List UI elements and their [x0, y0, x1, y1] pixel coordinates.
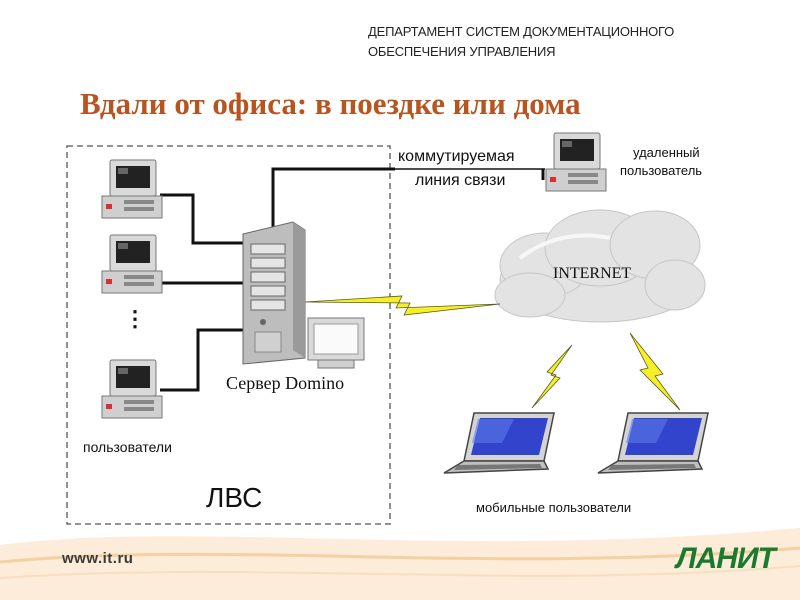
user-pc-icon — [101, 234, 163, 294]
lan-boundary — [66, 145, 391, 525]
remote-user-label-line2: пользователь — [620, 163, 703, 178]
more-users-ellipsis: ⋮ — [124, 306, 146, 331]
internet-label: INTERNET — [553, 265, 632, 282]
company-logo: ЛАНИТ — [676, 542, 776, 575]
department-header: ДЕПАРТАМЕНТ СИСТЕМ ДОКУМЕНТАЦИОННОГО ОБЕ… — [368, 22, 788, 62]
users-label: пользователи — [83, 439, 172, 455]
lan-label: ЛВС — [206, 482, 263, 513]
laptop-icon — [443, 412, 555, 474]
internet-cloud — [494, 209, 706, 323]
remote-pc-icon — [545, 132, 607, 192]
laptop-icon — [597, 412, 709, 474]
server-icon — [242, 221, 306, 365]
department-line-1: ДЕПАРТАМЕНТ СИСТЕМ ДОКУМЕНТАЦИОННОГО — [368, 24, 675, 39]
server-label: Сервер Domino — [226, 373, 345, 393]
dialup-label-line1: коммутируемая — [396, 148, 517, 166]
dialup-label-line2: линия связи — [415, 172, 506, 189]
lan-cables — [160, 167, 545, 392]
department-line-2: ОБЕСПЕЧЕНИЯ УПРАВЛЕНИЯ — [368, 44, 556, 59]
user-pc-icon — [101, 159, 163, 219]
user-pc-icon — [101, 359, 163, 419]
mobile-users-label: мобильные пользователи — [476, 500, 632, 515]
server-monitor-icon — [307, 317, 365, 369]
wireless-link-icon — [531, 344, 573, 409]
wireless-link-icon — [304, 295, 501, 316]
remote-user-label-line1: удаленный — [633, 145, 700, 160]
slide-title: Вдали от офиса: в поездке или дома — [80, 86, 581, 121]
wireless-link-icon — [629, 332, 681, 411]
footer-url: www.it.ru — [62, 550, 134, 567]
